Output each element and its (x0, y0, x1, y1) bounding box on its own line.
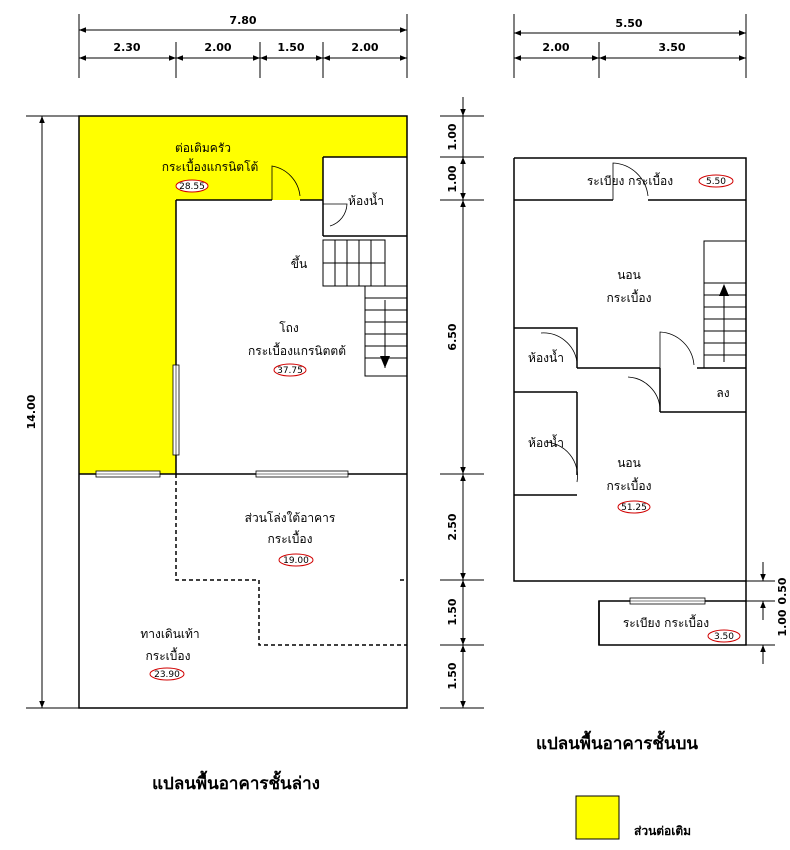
legend-label: ส่วนต่อเติม (634, 824, 691, 838)
upper-plan-title: แปลนพื้นอาคารชั้นบน (536, 730, 698, 754)
bedroom-2-floor-label: กระเบื้อง (607, 477, 652, 493)
ground-seg-1-dim: 2.30 (113, 41, 140, 54)
ground-seg-2-dim: 2.00 (204, 41, 231, 54)
ground-seg-4-dim: 2.00 (351, 41, 378, 54)
ground-floor-plan: ต่อเติมครัว กระเบื้องแกรนิตโต้ 28.55 ห้อ… (25, 14, 484, 794)
ground-right-dimensions: 1.00 1.00 6.50 2.50 1.50 1.50 (440, 97, 484, 709)
bedroom-2-label: นอน (617, 456, 641, 470)
carport-floor-label: กระเบื้อง (268, 530, 313, 546)
upper-width-dim: 5.50 (615, 17, 642, 30)
upper-stairs (703, 240, 747, 369)
kitchen-label: ต่อเติมครัว (175, 141, 231, 155)
balcony-bottom-label: ระเบียง กระเบื้อง (623, 614, 709, 630)
bedroom-1-label: นอน (617, 268, 641, 282)
upper-right-dimensions: 0.50 1.00 (746, 562, 789, 664)
kitchen-extension-area (79, 116, 407, 474)
ground-seg-3-dim: 1.50 (277, 41, 304, 54)
ground-depth-dim: 14.00 (25, 394, 38, 429)
ground-right-seg-3-dim: 6.50 (446, 323, 459, 350)
hall-floor-label: กระเบื้องแกรนิตตต้ (248, 342, 346, 358)
kitchen-area: 28.55 (179, 182, 205, 192)
upper-seg-1-dim: 2.00 (542, 41, 569, 54)
ground-left-dimension: 14.00 (25, 115, 79, 709)
upper-bathroom-2-label: ห้องน้ำ (528, 434, 564, 450)
carport-area: 19.00 (283, 556, 309, 566)
ground-right-seg-2-dim: 1.00 (446, 165, 459, 192)
upper-seg-2-dim: 3.50 (658, 41, 685, 54)
ground-right-seg-6-dim: 1.50 (446, 662, 459, 689)
hall-label: โถง (279, 321, 299, 335)
ground-width-dim: 7.80 (229, 14, 256, 27)
balcony-top-label: ระเบียง กระเบื้อง (587, 172, 673, 188)
kitchen-floor-label: กระเบื้องแกรนิตโต้ (162, 158, 259, 174)
carport-label: ส่วนโล่งใต้อาคาร (245, 511, 336, 525)
ground-top-dimensions: 7.80 2.30 2.00 1.50 2.00 (78, 14, 408, 78)
ground-right-seg-4-dim: 2.50 (446, 513, 459, 540)
stair-down-label: ลง (716, 386, 729, 400)
stair-up-label: ขึ้น (291, 255, 307, 271)
legend-swatch (575, 795, 620, 840)
walkway-area: 23.90 (154, 670, 180, 680)
balcony-bottom-area: 3.50 (714, 632, 734, 642)
legend: ส่วนต่อเติม (575, 795, 691, 840)
walkway-label: ทางเดินเท้า (140, 627, 199, 641)
ground-outline (78, 115, 408, 709)
upper-top-dimensions: 5.50 2.00 3.50 (513, 14, 747, 78)
upper-right-seg-2-dim: 1.00 (776, 609, 789, 636)
balcony-top-area: 5.50 (706, 177, 726, 187)
upper-right-seg-1-dim: 0.50 (776, 577, 789, 604)
upper-bathroom-1-label: ห้องน้ำ (528, 349, 564, 365)
ground-bathroom-label: ห้องน้ำ (348, 192, 384, 208)
ground-right-seg-5-dim: 1.50 (446, 598, 459, 625)
ground-right-seg-1-dim: 1.00 (446, 123, 459, 150)
walkway-floor-label: กระเบื้อง (146, 647, 191, 663)
bedroom-2-area: 51.25 (621, 503, 647, 513)
ground-plan-title: แปลนพื้นอาคารชั้นล่าง (152, 770, 320, 794)
ground-stairs (322, 239, 408, 377)
bedroom-1-floor-label: กระเบื้อง (607, 289, 652, 305)
upper-floor-plan: ระเบียง กระเบื้อง 5.50 นอน กระเบื้อง ห้อ… (513, 14, 789, 754)
hall-area: 37.75 (277, 366, 303, 376)
